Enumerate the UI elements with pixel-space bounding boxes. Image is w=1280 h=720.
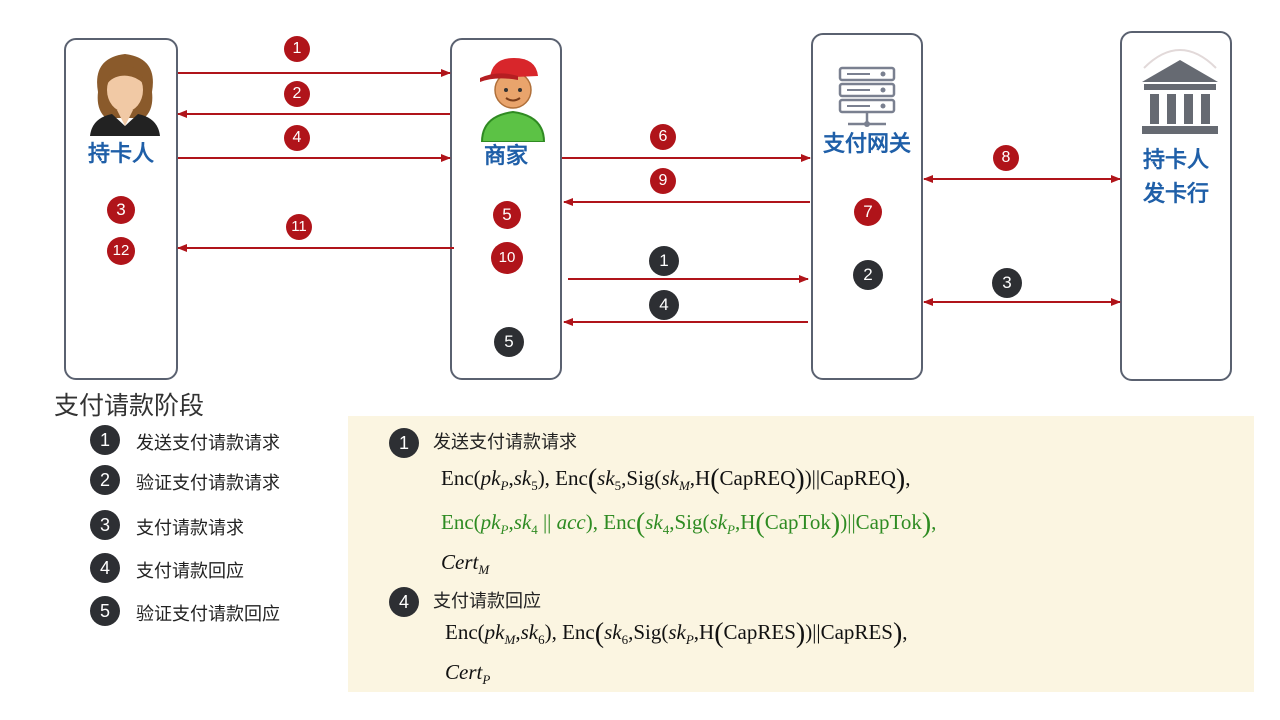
legend-text: 支付请款回应: [136, 561, 244, 582]
panel-step1-number: 1: [389, 428, 419, 458]
server-icon: [838, 66, 896, 127]
formula-panel: [348, 416, 1254, 692]
badge-9: 9: [650, 168, 676, 194]
legend-text: 支付请款请求: [136, 518, 244, 539]
issuer-label-line1: 持卡人: [1142, 148, 1209, 173]
gateway-label: 支付网关: [822, 132, 911, 157]
badge-12: 12: [107, 237, 135, 265]
panel-step4-title: 支付请款回应: [433, 591, 541, 612]
cardholder-label: 持卡人: [87, 142, 154, 167]
legend-number: 1: [90, 425, 120, 455]
merchant-label: 商家: [483, 144, 528, 169]
stage-title: 支付请款阶段: [54, 391, 205, 420]
bank-icon: [1142, 49, 1218, 134]
panel-step4-heading: 4 支付请款回应: [389, 587, 541, 617]
legend-text: 发送支付请款请求: [136, 433, 280, 454]
badge-2: 2: [284, 81, 310, 107]
dark-badge-5: 5: [494, 327, 524, 357]
badge-3: 3: [107, 196, 135, 224]
woman-avatar-icon: [90, 54, 160, 136]
badge-1: 1: [284, 36, 310, 62]
dark-badge-3: 3: [992, 268, 1022, 298]
formula-line-1: Enc(pkP,sk5), Enc(sk5,Sig(skM,H(CapREQ))…: [441, 464, 911, 495]
badge-4: 4: [284, 125, 310, 151]
formula-cert-p: CertP: [445, 660, 491, 688]
legend-text: 验证支付请款请求: [136, 473, 280, 494]
panel-step1-heading: 1 发送支付请款请求: [389, 428, 577, 458]
formula-cert-m: CertM: [441, 550, 490, 578]
legend-text: 验证支付请款回应: [136, 604, 280, 625]
merchant-avatar-icon: [480, 58, 546, 142]
dark-badge-2: 2: [853, 260, 883, 290]
badge-8: 8: [993, 145, 1019, 171]
legend-number: 2: [90, 465, 120, 495]
dark-badge-1: 1: [649, 246, 679, 276]
formula-line-3: Enc(pkM,sk6), Enc(sk6,Sig(skP,H(CapRES))…: [445, 618, 908, 649]
badge-11: 11: [286, 214, 312, 240]
badge-10: 10: [491, 242, 523, 274]
badge-6: 6: [650, 124, 676, 150]
panel-step4-number: 4: [389, 587, 419, 617]
legend-number: 5: [90, 596, 120, 626]
badge-7: 7: [854, 198, 882, 226]
badge-5: 5: [493, 201, 521, 229]
legend-number: 4: [90, 553, 120, 583]
panel-step1-title: 发送支付请款请求: [433, 432, 577, 453]
legend-number: 3: [90, 510, 120, 540]
dark-badge-4: 4: [649, 290, 679, 320]
formula-line-2: Enc(pkP,sk4 || acc), Enc(sk4,Sig(skP,H(C…: [441, 508, 937, 539]
issuer-label-line2: 发卡行: [1142, 182, 1209, 207]
